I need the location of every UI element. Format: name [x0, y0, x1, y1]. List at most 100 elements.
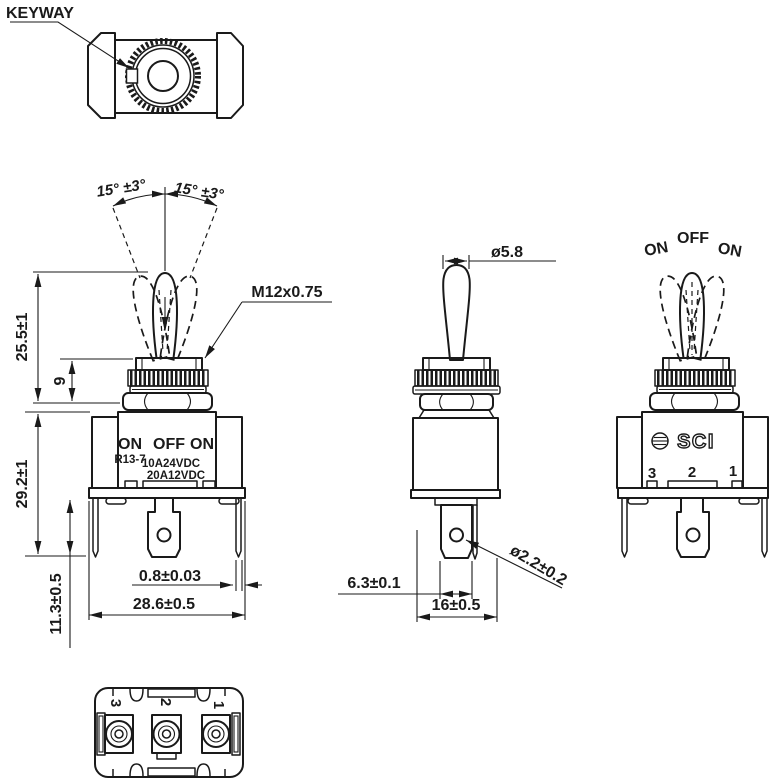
lever-inner-dash-right	[166, 289, 172, 353]
plate-bump	[738, 497, 760, 505]
brand-logo-text: SCI	[677, 431, 715, 453]
body-top-flange	[418, 409, 495, 419]
knurled-nut-teeth	[125, 38, 201, 114]
terminal-2-right-view	[676, 498, 710, 558]
keyway-leader-line	[10, 21, 130, 69]
hex-facet-line	[469, 393, 474, 411]
angle-arc-right	[164, 190, 218, 207]
marking-off: OFF	[153, 436, 185, 453]
position-on-right: ON	[716, 240, 743, 261]
terminal-2-front	[147, 498, 181, 558]
dim-lever-height: 25.5±1	[14, 312, 31, 361]
toggle-lever-front	[152, 272, 178, 359]
hex-nut-right	[649, 392, 740, 411]
base-plate-front	[88, 487, 246, 499]
body-slot	[142, 480, 198, 489]
lever-inner-dash-left	[158, 289, 164, 353]
dim-lever-dia: ø5.8	[491, 244, 523, 261]
terminal-3-number: 3	[107, 699, 124, 707]
terminal-1-number: 1	[210, 701, 227, 709]
top-view-left-cap	[87, 32, 116, 119]
lever-inner-dash	[685, 289, 691, 353]
side-view: ø5.8 ø2.2±0.2 6.3±0.1 16±0.5	[338, 244, 570, 622]
top-view-right-cap	[216, 32, 244, 119]
hex-nut-side	[419, 393, 494, 411]
edge-notch	[196, 763, 211, 777]
keyway-label: KEYWAY	[6, 5, 74, 22]
terminal-3-rivet	[105, 720, 133, 748]
angle-arc-left	[112, 190, 166, 207]
switch-body-side	[412, 417, 499, 491]
knurled-nut-ring-outer	[131, 44, 195, 108]
terminal-2-foot	[156, 752, 177, 760]
toggle-lever-side	[442, 264, 471, 361]
terminal-3-label: 3	[648, 465, 656, 482]
body-slot	[667, 480, 718, 489]
terminal-2-label: 2	[688, 464, 696, 481]
terminal-1-right-view	[761, 498, 768, 558]
terminal-side-edge	[472, 505, 478, 560]
hex-facet-line	[439, 393, 444, 411]
body-slot	[124, 480, 138, 489]
lever-inner-dash	[693, 289, 699, 353]
terminal-2-rivet-ring	[157, 725, 176, 743]
dim-nut-stack: 9	[52, 376, 69, 385]
keyway-notch	[125, 68, 139, 84]
body-slot	[731, 480, 743, 489]
body-slot	[646, 480, 658, 489]
terminal-2-hole	[685, 527, 701, 543]
angle-dimension-right: 15° ±3°	[173, 179, 225, 204]
edge-slot-top	[147, 688, 196, 698]
plate-bump	[105, 497, 127, 505]
terminal-2-rivet	[152, 720, 181, 748]
marking-on-left: ON	[118, 436, 142, 453]
side-clip-left-inner	[98, 715, 104, 753]
position-on-left: ON	[643, 239, 670, 260]
terminal-2-hole	[156, 527, 172, 543]
thread-spec-leader	[204, 301, 243, 359]
terminal-hole-side	[449, 527, 464, 543]
dim-terminal-thickness: 0.8±0.03	[139, 568, 201, 585]
hex-nut-front	[122, 392, 213, 411]
side-clip-left	[96, 712, 106, 756]
terminal-side-flat	[440, 504, 473, 559]
top-view: KEYWAY	[6, 5, 244, 119]
hex-facet-line	[144, 392, 149, 411]
lever-position-left-dashed	[132, 275, 171, 362]
mounting-ear-left	[616, 416, 643, 489]
terminal-1-rivet	[202, 720, 230, 748]
mounting-ear-left	[91, 416, 119, 489]
bottom-view-housing	[94, 687, 244, 778]
hex-facet-line	[713, 392, 718, 411]
throw-line-left	[112, 207, 141, 279]
toggle-lever-right-view	[679, 272, 705, 359]
dim-terminal-length: 11.3±0.5	[48, 573, 65, 634]
edge-slot-bottom	[147, 767, 196, 777]
edge-notch	[196, 688, 211, 702]
throw-line-right	[189, 207, 218, 279]
lever-position-left-dashed	[659, 275, 698, 362]
position-off: OFF	[677, 230, 709, 247]
bushing-cap-front	[135, 357, 203, 371]
terminal-2-number: 2	[157, 698, 174, 706]
knurled-nut-ring-inner	[134, 47, 192, 105]
terminal-1-rivet-ring	[207, 725, 225, 743]
base-plate-right	[617, 487, 769, 499]
side-clip-right	[231, 712, 241, 756]
dim-body-height: 29.2±1	[14, 459, 31, 508]
terminal-2-rivet-center	[161, 729, 172, 739]
mounting-ear-right	[742, 416, 769, 489]
lever-position-right-dashed	[159, 275, 198, 362]
bottom-view: 3 2 1	[94, 687, 244, 778]
dim-terminal-width: 6.3±0.1	[347, 575, 400, 592]
terminal-3-rivet-center	[114, 729, 124, 739]
base-plate-side	[410, 489, 501, 499]
actuator-shaft-hole	[147, 60, 179, 92]
hex-facet-line	[186, 392, 191, 411]
right-view: ON OFF ON SCI 3 2	[616, 230, 769, 558]
dim-body-width: 28.6±0.5	[133, 596, 195, 613]
marking-model: R13-7	[114, 454, 145, 466]
terminal-bracket-side	[434, 497, 478, 506]
